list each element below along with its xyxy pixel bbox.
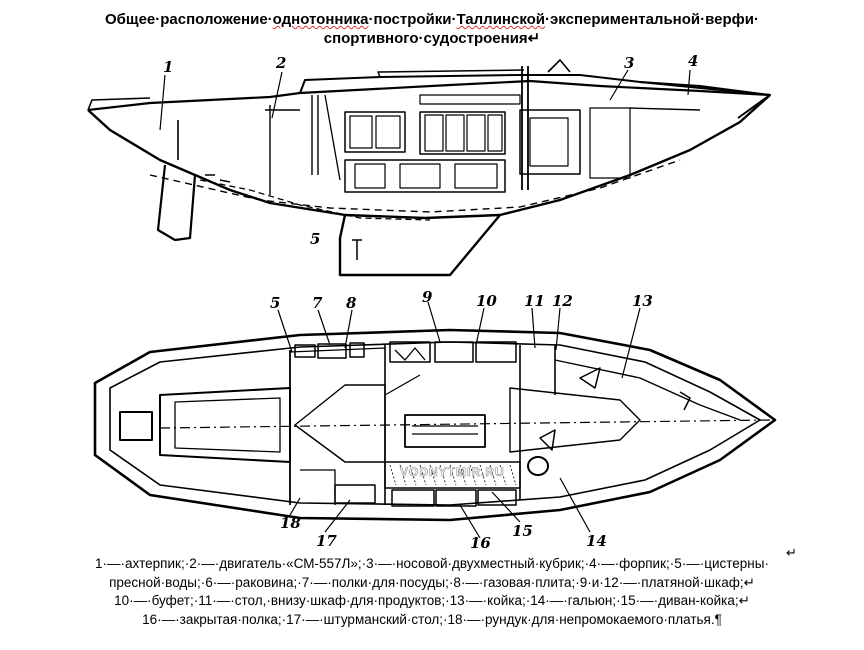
caption-line: 10·—·буфет;·11·—·стол,·внизу·шкаф·для·пр… — [114, 593, 750, 608]
caption-return-mark: ↵ — [786, 545, 797, 560]
yacht-layout-drawing: 1 2 3 4 5 — [87, 52, 777, 548]
side-view — [87, 59, 771, 277]
label-13: 13 — [632, 292, 653, 310]
title-spellcheck-word: Таллинской — [456, 11, 546, 28]
plan-view — [93, 301, 777, 539]
figure-caption: 1·—·ахтерпик;·2·—·двигатель·«СМ-557Л»;·3… — [0, 555, 864, 629]
label-17: 17 — [316, 532, 337, 548]
title-spellcheck-word: однотонника — [272, 11, 369, 28]
label-1: 1 — [163, 58, 173, 76]
label-8: 8 — [346, 294, 357, 312]
title-text: ·экспериментальной·верфи· — [545, 11, 759, 28]
caption-line: пресной·воды;·6·—·раковина;·7·—·полки·дл… — [109, 574, 755, 590]
label-3: 3 — [624, 54, 634, 72]
title-text: ·постройки· — [368, 11, 457, 28]
label-6: 5 — [270, 294, 280, 312]
title-text: Общее·расположение· — [105, 11, 273, 28]
label-11: 11 — [524, 292, 545, 310]
label-2: 2 — [275, 54, 286, 72]
label-9: 9 — [422, 288, 433, 306]
label-5: 5 — [310, 230, 320, 248]
document-title-line-2: спортивного·судостроения↵ — [323, 30, 541, 47]
label-12: 12 — [552, 292, 573, 310]
caption-line: 16·—·закрытая·полка;·17·—·штурманский·ст… — [142, 611, 722, 627]
label-7: 7 — [312, 294, 323, 312]
watermark: VODNYTMIR.RU — [400, 465, 505, 479]
label-4: 4 — [688, 52, 698, 70]
label-10: 10 — [476, 292, 497, 310]
label-14: 14 — [586, 532, 607, 548]
label-15: 15 — [512, 522, 533, 540]
document-title-line-1: Общее·расположение·однотонника·постройки… — [0, 10, 864, 30]
label-18: 18 — [280, 514, 301, 532]
caption-line: 1·—·ахтерпик;·2·—·двигатель·«СМ-557Л»;·3… — [95, 556, 769, 571]
label-16: 16 — [470, 534, 491, 548]
